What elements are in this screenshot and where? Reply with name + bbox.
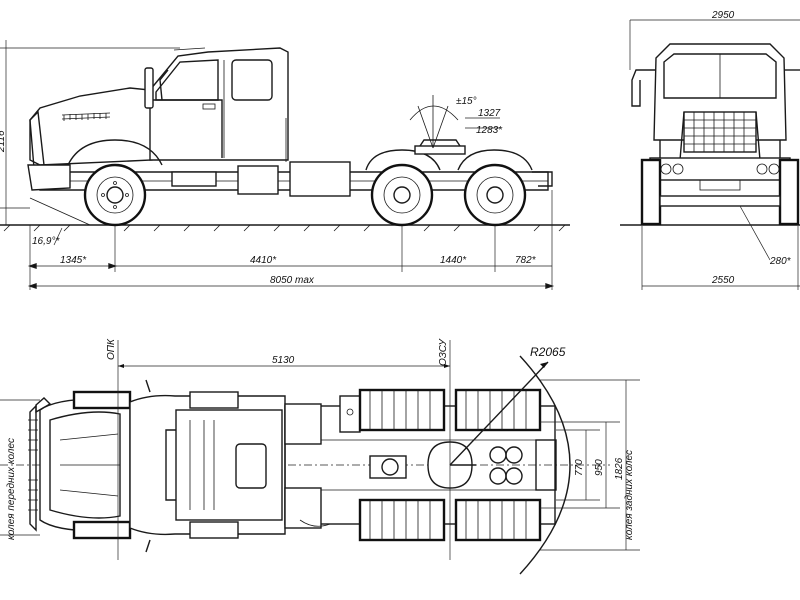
rear-track-dim: 1826 xyxy=(614,457,625,480)
dim-950: 950 xyxy=(594,459,605,476)
turn-radius-dim: R2065 xyxy=(530,345,566,359)
front-axle-ref: ОПК xyxy=(106,338,117,360)
front-view: 2950 2550 280* xyxy=(620,10,800,290)
dim-770: 770 xyxy=(574,459,585,476)
overall-width-dim: 2550 xyxy=(711,275,735,286)
mirror-width-dim: 2950 xyxy=(711,10,735,21)
fifth-wheel-ref: ОЗСУ xyxy=(438,338,449,366)
front-overhang-dim: 1345* xyxy=(60,255,87,266)
overall-height: 2116 xyxy=(0,130,7,153)
wheelbase-dim: 4410* xyxy=(250,255,277,266)
fifth-wheel-height-1: 1327 xyxy=(478,108,501,119)
fifth-wheel-offset-dim: 5130 xyxy=(272,355,295,366)
approach-angle: 16,9°* xyxy=(32,236,60,247)
fifth-wheel-angle: ±15° xyxy=(456,96,477,107)
fifth-wheel-height-2: 1283* xyxy=(476,125,503,136)
front-track-label: колея передних колес xyxy=(6,438,17,540)
rear-track-label: колея задних колес xyxy=(624,450,635,540)
side-view: ±15° 1327 1283* 16,9°* 2116 1345* xyxy=(0,40,570,290)
bogie-dim: 1440* xyxy=(440,255,467,266)
top-view: колея передних колес xyxy=(0,338,640,575)
rear-overhang-dim: 782* xyxy=(515,255,537,266)
overall-length-dim: 8050 max xyxy=(270,275,315,286)
ground-clearance-dim: 280* xyxy=(769,256,792,267)
